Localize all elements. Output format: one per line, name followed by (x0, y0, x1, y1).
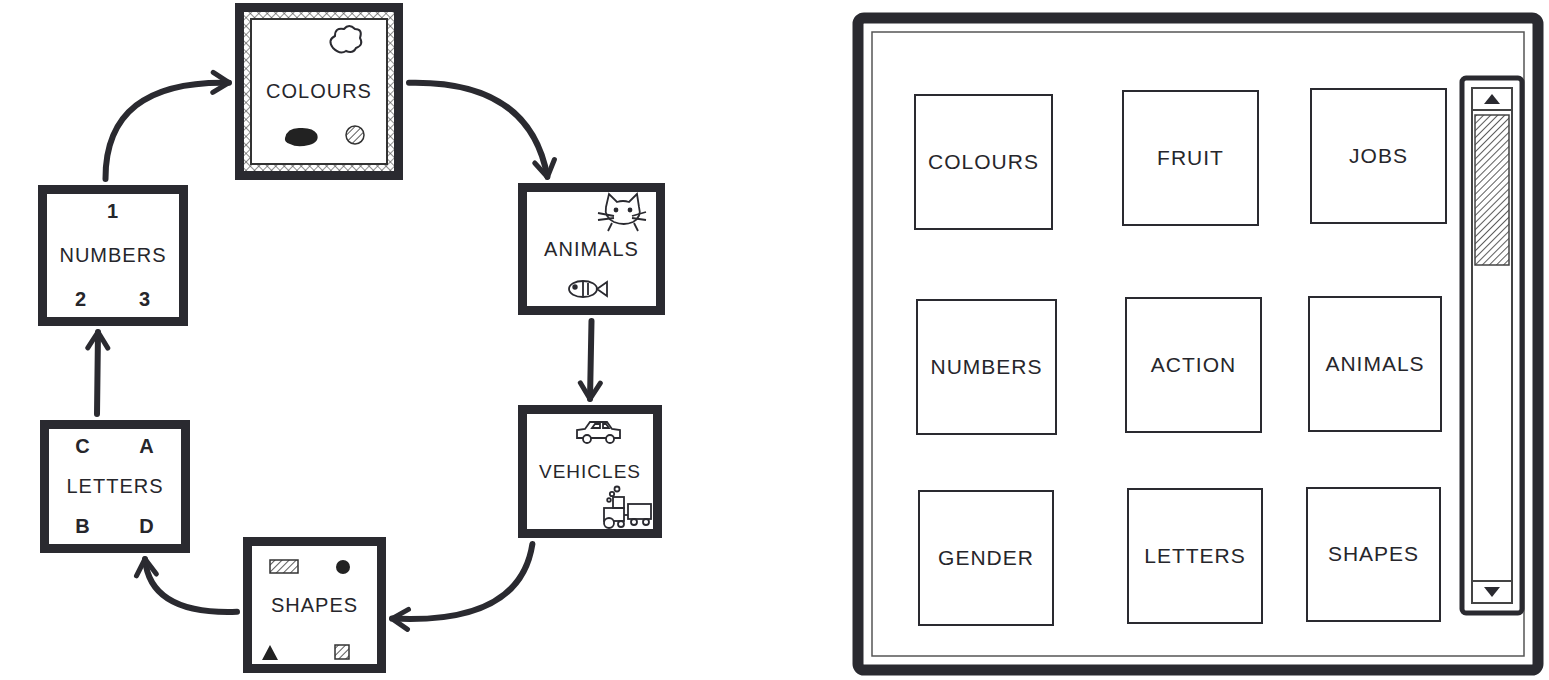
text-row: ANIMALS (537, 238, 646, 261)
tractor-icon (604, 487, 651, 529)
text-row: COLOURS (926, 150, 1041, 174)
text-row: LETTERS (59, 475, 171, 498)
glyph-label: 3 (139, 288, 151, 311)
text-row: ANIMALS (1320, 352, 1430, 376)
text-row: ACTION (1137, 353, 1250, 377)
category-label: COLOURS (928, 150, 1039, 174)
cycle-arrow (97, 332, 98, 414)
category-label: LETTERS (1144, 544, 1246, 568)
category-label: ACTION (1151, 353, 1236, 377)
scroll-thumb (1475, 115, 1509, 265)
paint-splash-icon (330, 26, 361, 52)
text-row: JOBS (1322, 144, 1435, 168)
text-row: CA (59, 435, 171, 458)
scroll-up-divider (1472, 109, 1512, 111)
cycle-arrow (105, 83, 229, 179)
category-tile: ANIMALS (1308, 296, 1442, 432)
text-row: NUMBERS (928, 355, 1045, 379)
cycle-arrow (145, 559, 237, 612)
category-card: 1NUMBERS23 (38, 185, 188, 326)
category-tile: NUMBERS (916, 299, 1057, 435)
glyph-label: D (139, 515, 154, 538)
text-row: GENDER (930, 546, 1042, 570)
cycle-arrow (392, 544, 532, 619)
text-row: 23 (57, 288, 169, 311)
paint-blob-icon (285, 128, 318, 146)
scroll-down-arrow (1484, 587, 1500, 597)
category-tile: COLOURS (914, 94, 1053, 230)
text-row: COLOURS (254, 80, 384, 103)
category-label: JOBS (1349, 144, 1408, 168)
cycle-arrow (590, 321, 592, 399)
category-label: SHAPES (271, 594, 358, 617)
category-tile: LETTERS (1127, 488, 1263, 624)
category-tile: ACTION (1125, 297, 1262, 433)
category-card: COLOURS (235, 3, 403, 180)
category-label: FRUIT (1157, 146, 1224, 170)
category-card: VEHICLES (518, 405, 662, 538)
category-label: VEHICLES (539, 461, 641, 483)
category-label: GENDER (938, 546, 1034, 570)
text-row: VEHICLES (537, 461, 643, 483)
text-row: FRUIT (1134, 146, 1247, 170)
category-tile: FRUIT (1122, 90, 1259, 226)
scroll-up-arrow (1484, 94, 1500, 104)
text-row: BD (59, 515, 171, 538)
category-tile: JOBS (1310, 88, 1447, 224)
triangle-icon (262, 645, 278, 660)
window-inner-line (872, 32, 1524, 656)
category-label: COLOURS (266, 80, 372, 103)
glyph-label: 1 (107, 200, 119, 223)
category-card: CALETTERSBD (40, 420, 190, 553)
category-tile: GENDER (918, 490, 1054, 626)
paint-dot-icon (346, 126, 364, 144)
scrollbar (1462, 78, 1522, 613)
window-frame (858, 18, 1538, 670)
fish-icon (569, 281, 607, 297)
category-label: NUMBERS (59, 244, 166, 267)
scroll-down-divider (1472, 580, 1512, 582)
rectangle-icon (270, 560, 298, 573)
circle-icon (336, 560, 350, 574)
cat-icon (598, 194, 646, 231)
glyph-label: C (75, 435, 90, 458)
category-label: SHAPES (1328, 542, 1419, 566)
car-icon (577, 422, 620, 443)
glyph-label: A (139, 435, 154, 458)
category-label: LETTERS (66, 475, 163, 498)
glyph-label: 2 (75, 288, 87, 311)
cycle-arrow (409, 83, 547, 177)
text-row: LETTERS (1139, 544, 1251, 568)
text-row: NUMBERS (57, 244, 169, 267)
text-row: SHAPES (1318, 542, 1429, 566)
category-card: SHAPES (243, 537, 386, 673)
category-label: ANIMALS (1325, 352, 1424, 376)
selection-inner (251, 19, 387, 164)
text-row: SHAPES (262, 594, 367, 617)
category-card: ANIMALS (518, 183, 665, 315)
category-tile: SHAPES (1306, 487, 1441, 622)
category-label: NUMBERS (930, 355, 1042, 379)
selection-frame (244, 12, 394, 171)
scroll-track (1472, 88, 1512, 603)
square-icon (335, 645, 349, 659)
category-label: ANIMALS (544, 238, 639, 261)
text-row: 1 (57, 200, 169, 223)
glyph-label: B (75, 515, 90, 538)
